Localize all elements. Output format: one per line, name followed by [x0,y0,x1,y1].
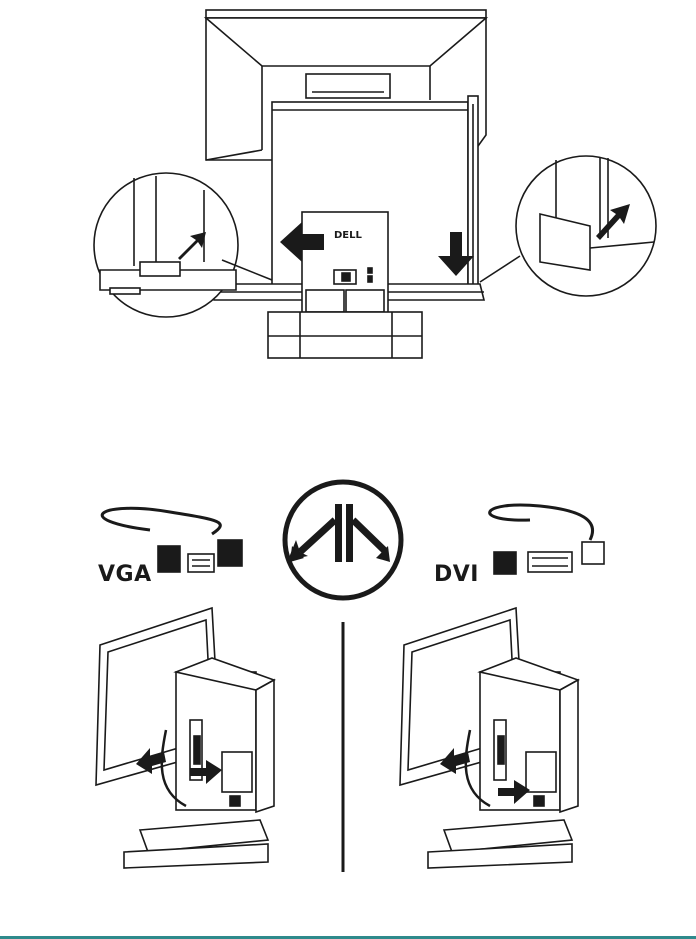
arrow-down-left-icon [178,232,206,260]
stand-column [267,211,423,359]
vga-label: VGA [98,562,152,587]
arrow-left-icon [280,222,324,262]
dvi-cable-icon [488,503,605,575]
arrow-left-icon [190,760,222,784]
dvi-label: DVI [434,562,479,587]
vga-assembly [95,606,276,869]
vga-cable-icon [100,506,243,573]
right-detail-callout [479,155,657,297]
arrow-left-icon [498,780,530,804]
left-detail-callout [93,172,273,318]
footer-rule [0,936,696,939]
arrow-right-icon [136,748,166,774]
stand-removal-illustration [93,9,657,359]
lock-icon [367,267,373,274]
arrow-down-icon [438,232,474,276]
split-choice-icon [282,479,404,601]
arrow-right-icon [440,748,470,774]
arrow-down-left-icon [596,204,630,240]
dvi-assembly [399,606,580,869]
brand-logo: DELL [334,230,362,241]
